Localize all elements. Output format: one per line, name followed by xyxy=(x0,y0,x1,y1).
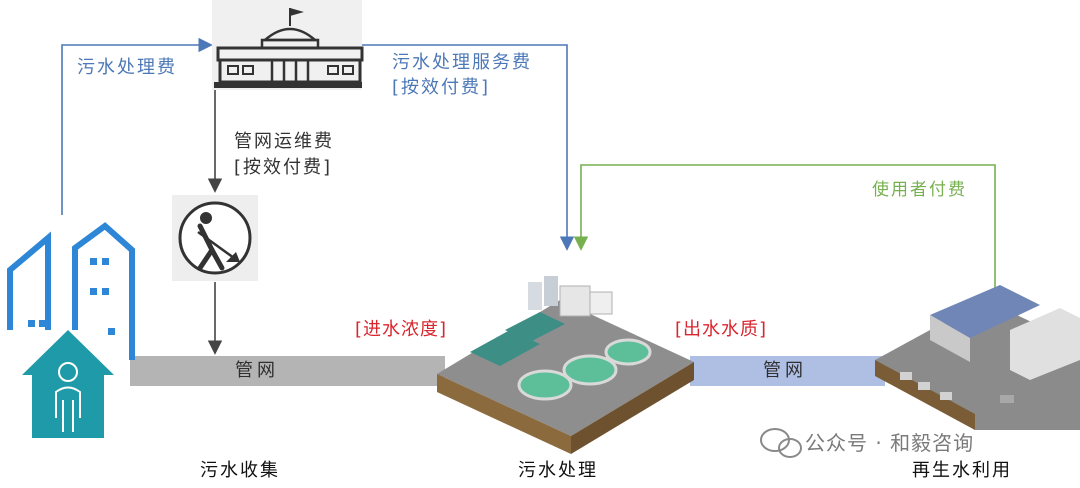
reuse-industrial-illustration xyxy=(875,285,1080,430)
stage-treatment-caption: 污水处理 xyxy=(518,460,598,481)
pipe-om-fee-label: 管网运维费 xyxy=(234,131,334,152)
stage-collection-caption: 污水收集 xyxy=(200,460,280,481)
pipe-worker-icon xyxy=(172,195,258,281)
sewage-fee-arrow xyxy=(61,37,213,215)
watermark-text: 公众号 · 和毅咨询 xyxy=(805,431,975,455)
wechat-icon xyxy=(760,428,802,458)
pipe-right-label: 管网 xyxy=(763,360,807,381)
user-pays-arrow xyxy=(573,164,996,290)
pipe-right xyxy=(690,356,885,386)
service-fee-arrow xyxy=(362,44,575,251)
pipe-left-label: 管网 xyxy=(235,360,279,381)
influent-concentration-tag: [进水浓度] xyxy=(355,319,448,340)
user-pays-label: 使用者付费 xyxy=(872,180,967,200)
treatment-service-fee-label: 污水处理服务费 xyxy=(392,52,532,73)
stage-reuse-caption: 再生水利用 xyxy=(912,460,1012,481)
pipe-om-fee-note: [按效付费] xyxy=(234,157,333,178)
pipe-left xyxy=(130,356,445,386)
treatment-plant-illustration xyxy=(437,276,694,454)
government-building-icon xyxy=(212,0,364,90)
residential-buildings-icon xyxy=(7,222,135,438)
sewage-fee-label: 污水处理费 xyxy=(77,57,177,78)
effluent-quality-tag: [出水水质] xyxy=(675,319,768,340)
treatment-service-fee-note: [按效付费] xyxy=(392,77,491,98)
